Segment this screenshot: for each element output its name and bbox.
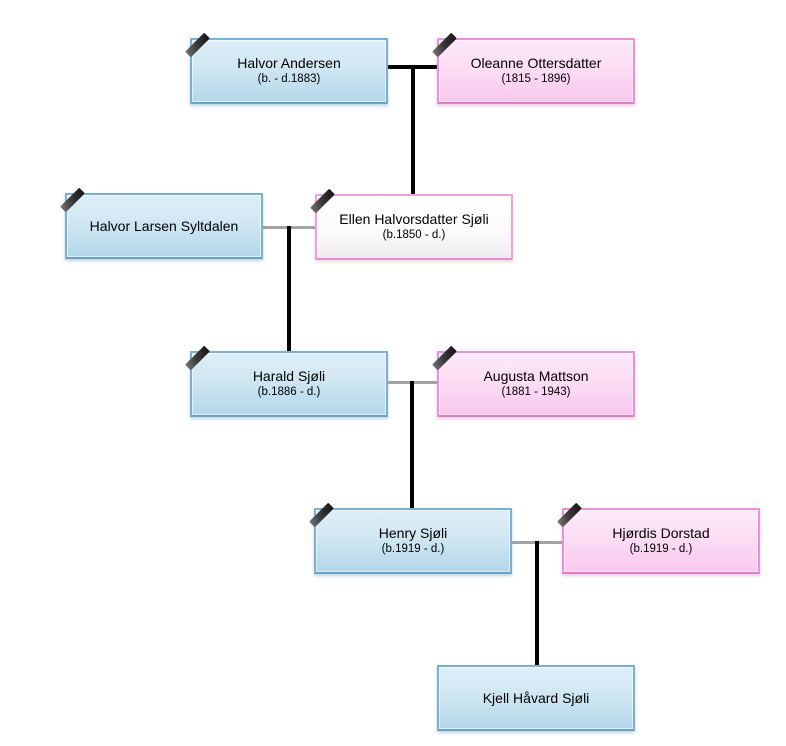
person-dates: (b.1886 - d.)	[257, 386, 321, 398]
person-node-kjell-havard-sjoli[interactable]: Kjell Håvard Sjøli	[437, 665, 635, 731]
person-node-halvor-larsen-syltdalen[interactable]: Halvor Larsen Syltdalen	[60, 187, 263, 259]
deceased-ribbon-icon	[310, 188, 335, 214]
person-dates: (b. - d.1883)	[257, 73, 321, 85]
person-node-hjordis-dorstad[interactable]: Hjørdis Dorstad (b.1919 - d.)	[557, 502, 760, 574]
person-dates: (b.1919 - d.)	[381, 543, 445, 555]
person-name: Harald Sjøli	[252, 368, 326, 384]
person-node-oleanne-ottersdatter[interactable]: Oleanne Ottersdatter (1815 - 1896)	[432, 32, 635, 104]
deceased-ribbon-icon	[60, 187, 85, 213]
person-name: Halvor Larsen Syltdalen	[89, 217, 239, 234]
deceased-ribbon-icon	[185, 32, 210, 58]
person-name: Oleanne Ottersdatter	[470, 55, 602, 71]
person-name: Kjell Håvard Sjøli	[482, 689, 590, 706]
person-dates: (1881 - 1943)	[501, 386, 571, 398]
child-connector-to-kjell	[535, 541, 539, 665]
person-node-harald-sjoli[interactable]: Harald Sjøli (b.1886 - d.)	[185, 345, 388, 417]
person-dates: (b.1850 - d.)	[382, 229, 446, 241]
person-name: Halvor Andersen	[237, 55, 341, 71]
deceased-ribbon-icon	[309, 502, 334, 528]
person-node-henry-sjoli[interactable]: Henry Sjøli (b.1919 - d.)	[309, 502, 512, 574]
deceased-ribbon-icon	[557, 502, 582, 528]
person-name: Henry Sjøli	[378, 525, 448, 541]
person-name: Augusta Mattson	[483, 368, 589, 384]
person-name: Ellen Halvorsdatter Sjøli	[339, 211, 489, 227]
person-node-augusta-mattson[interactable]: Augusta Mattson (1881 - 1943)	[432, 345, 635, 417]
person-name: Hjørdis Dorstad	[612, 525, 710, 541]
person-node-ellen-halvorsdatter-sjoli[interactable]: Ellen Halvorsdatter Sjøli (b.1850 - d.)	[310, 188, 513, 260]
child-connector-to-henry	[410, 381, 414, 508]
person-node-halvor-andersen[interactable]: Halvor Andersen (b. - d.1883)	[185, 32, 388, 104]
deceased-ribbon-icon	[432, 345, 457, 371]
child-connector-to-harald	[287, 226, 291, 351]
deceased-ribbon-icon	[185, 345, 210, 371]
child-connector-to-ellen	[411, 65, 415, 194]
person-dates: (b.1919 - d.)	[629, 543, 693, 555]
deceased-ribbon-icon	[432, 32, 457, 58]
person-dates: (1815 - 1896)	[501, 73, 571, 85]
